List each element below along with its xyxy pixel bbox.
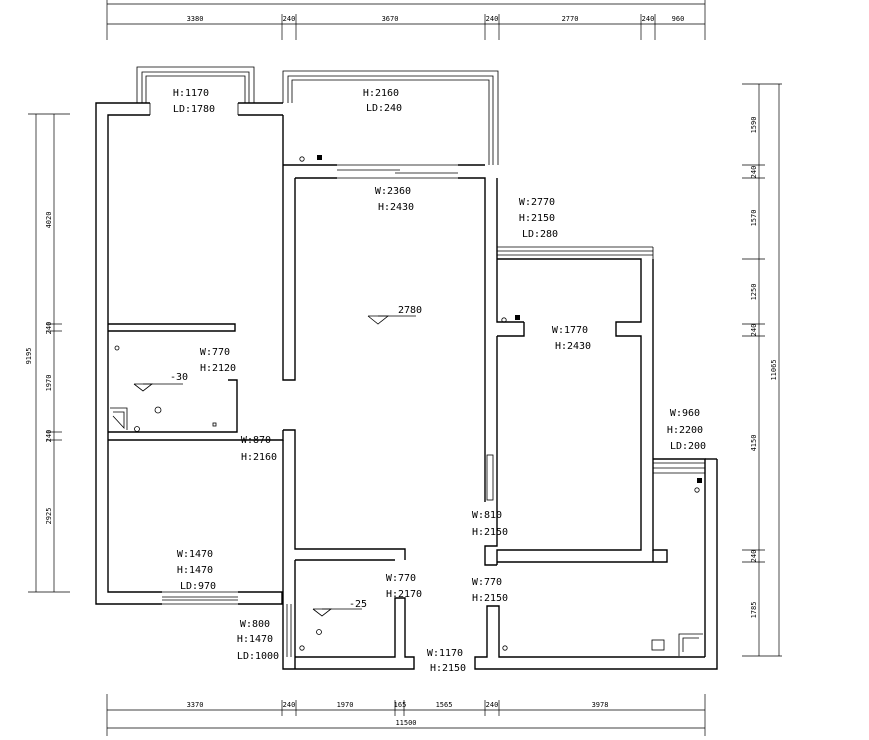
label-floor-small-room: -25 bbox=[349, 599, 367, 610]
outlet-icon bbox=[299, 645, 305, 651]
label-door-entrance: W:1170 H:2150 bbox=[427, 648, 469, 674]
switch-icon bbox=[697, 478, 702, 483]
sink-icon bbox=[678, 633, 703, 656]
label-door-bottom-right: W:770 H:2150 bbox=[472, 577, 508, 604]
dim-right-1: 240 bbox=[750, 166, 758, 179]
dimension-bottom: 3370 240 1970 165 1565 240 3978 11500 bbox=[106, 694, 706, 736]
dim-left-3: 240 bbox=[45, 430, 53, 443]
label-door-small-room: W:770 H:2170 bbox=[386, 573, 422, 600]
outlet-icon bbox=[212, 422, 217, 427]
dim-top-total: 11500 bbox=[395, 0, 416, 2]
fixtures bbox=[110, 155, 703, 656]
label-window-bottom-small: W:800 H:1470 LD:1000 bbox=[237, 619, 279, 662]
drain-icon bbox=[154, 406, 162, 414]
sink-inner-icon bbox=[682, 637, 699, 652]
windows bbox=[136, 66, 705, 657]
label-floor-bath: -30 bbox=[170, 372, 188, 383]
outlet-icon bbox=[502, 645, 508, 651]
label-door-bath: W:770 H:2120 bbox=[200, 347, 236, 374]
dim-right-7: 1785 bbox=[750, 602, 758, 619]
label-window-right-bay: W:2770 H:2150 LD:280 bbox=[519, 197, 561, 240]
dim-top-4: 2770 bbox=[562, 15, 579, 23]
drain-icon bbox=[316, 629, 322, 635]
label-door-right-room: W:1770 H:2430 bbox=[552, 325, 594, 352]
elevation-marker-icon bbox=[312, 608, 333, 617]
dim-right-5: 4150 bbox=[750, 435, 758, 452]
elevation-marker-icon bbox=[367, 315, 390, 325]
outlet-icon bbox=[299, 156, 305, 162]
toilet-inner-icon bbox=[112, 411, 125, 430]
dim-top-1: 240 bbox=[283, 15, 296, 23]
label-door-living: W:2360 H:2430 bbox=[375, 186, 417, 213]
dim-left-4: 2925 bbox=[45, 508, 53, 525]
dim-right-total: 11065 bbox=[770, 359, 778, 380]
walls bbox=[95, 102, 718, 670]
label-door-center-right: W:810 H:2150 bbox=[472, 510, 508, 538]
label-window-right-small: W:960 H:2200 LD:200 bbox=[667, 408, 709, 452]
label-floor-living: 2780 bbox=[398, 305, 422, 316]
dimension-left: 9195 4020 240 1970 240 2925 bbox=[25, 113, 70, 593]
dim-bottom-total: 11500 bbox=[395, 719, 416, 727]
dim-top-5: 240 bbox=[642, 15, 655, 23]
dim-left-1: 240 bbox=[45, 322, 53, 335]
water-heater-icon bbox=[651, 639, 665, 651]
dim-bottom-0: 3370 bbox=[187, 701, 204, 709]
dim-right-2: 1570 bbox=[750, 210, 758, 227]
dim-bottom-4: 1565 bbox=[436, 701, 453, 709]
label-door-left-bottom: W:870 H:2160 bbox=[241, 435, 277, 463]
dim-top-2: 3670 bbox=[382, 15, 399, 23]
dim-bottom-3: 165 bbox=[394, 701, 407, 709]
dim-top-3: 240 bbox=[486, 15, 499, 23]
dimension-right: 11065 1590 240 1570 1250 240 4150 240 17… bbox=[742, 83, 782, 657]
dim-bottom-6: 3978 bbox=[592, 701, 609, 709]
dim-bottom-5: 240 bbox=[486, 701, 499, 709]
dim-top-0: 3380 bbox=[187, 15, 204, 23]
drain-icon bbox=[134, 426, 140, 432]
dim-bottom-2: 1970 bbox=[337, 701, 354, 709]
label-window-left-bottom: W:1470 H:1470 LD:970 bbox=[177, 549, 219, 592]
switch-icon bbox=[515, 315, 520, 320]
toilet-icon bbox=[110, 407, 128, 430]
dim-left-0: 4020 bbox=[45, 212, 53, 229]
outlet-icon bbox=[501, 317, 507, 323]
dim-right-6: 240 bbox=[750, 550, 758, 563]
dimension-top: 11500 3380 240 3670 240 2770 240 960 bbox=[106, 0, 706, 40]
switch-icon bbox=[317, 155, 322, 160]
labels: H:1170 LD:1780 H:2160 LD:240 W:2360 H:24… bbox=[170, 88, 709, 674]
dim-bottom-1: 240 bbox=[283, 701, 296, 709]
label-window-top-left: H:1170 LD:1780 bbox=[173, 88, 215, 115]
dim-top-6: 960 bbox=[672, 15, 685, 23]
dim-right-4: 240 bbox=[750, 324, 758, 337]
dim-left-2: 1970 bbox=[45, 375, 53, 392]
outlet-icon bbox=[694, 487, 700, 493]
dim-left-total: 9195 bbox=[25, 348, 33, 365]
label-window-top-mid: H:2160 LD:240 bbox=[363, 88, 405, 114]
dim-right-3: 1250 bbox=[750, 284, 758, 301]
elevation-marker-icon bbox=[133, 383, 154, 392]
dim-right-0: 1590 bbox=[750, 117, 758, 134]
outlet-icon bbox=[114, 345, 120, 351]
